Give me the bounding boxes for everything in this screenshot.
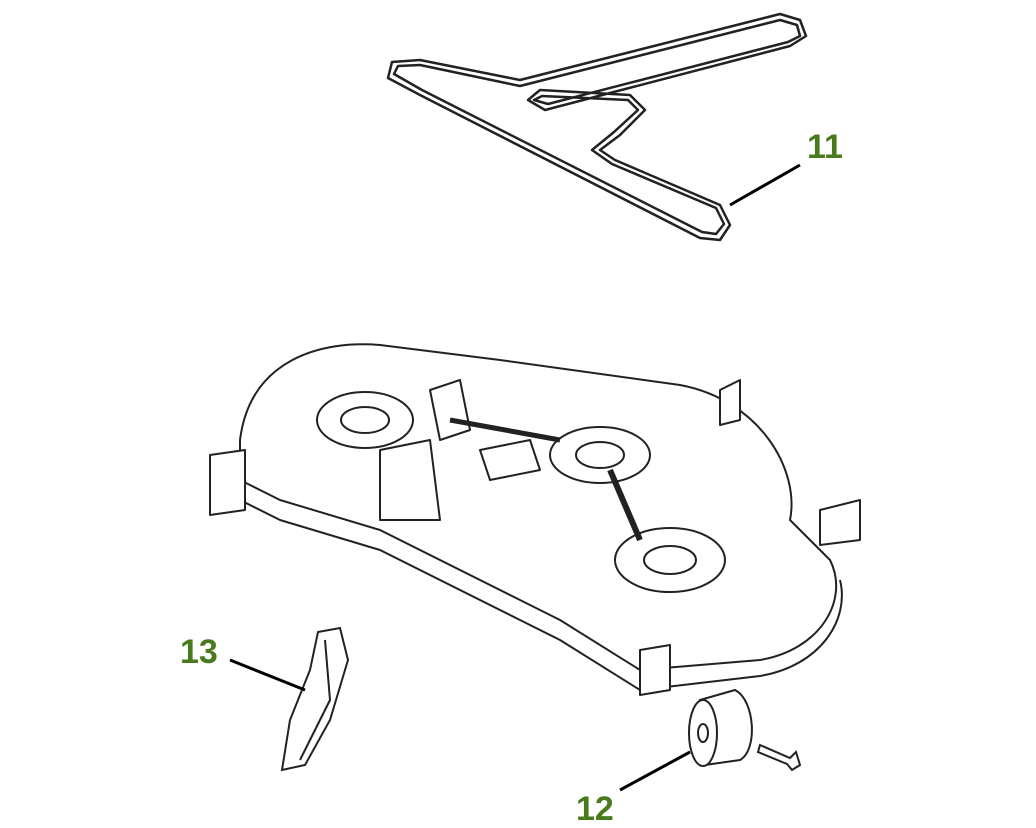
callout-label-11: 11 (807, 128, 843, 166)
callout-label-13: 13 (180, 633, 218, 671)
leader-line-13 (229, 658, 306, 692)
leader-line-12 (619, 750, 691, 792)
leader-line-11 (729, 163, 801, 207)
gauge-wheel-drawing (688, 688, 802, 772)
mower-deck-drawing (209, 343, 861, 696)
belt-drawing (386, 12, 808, 242)
callout-label-12: 12 (576, 790, 614, 828)
blade-drawing (280, 626, 350, 772)
